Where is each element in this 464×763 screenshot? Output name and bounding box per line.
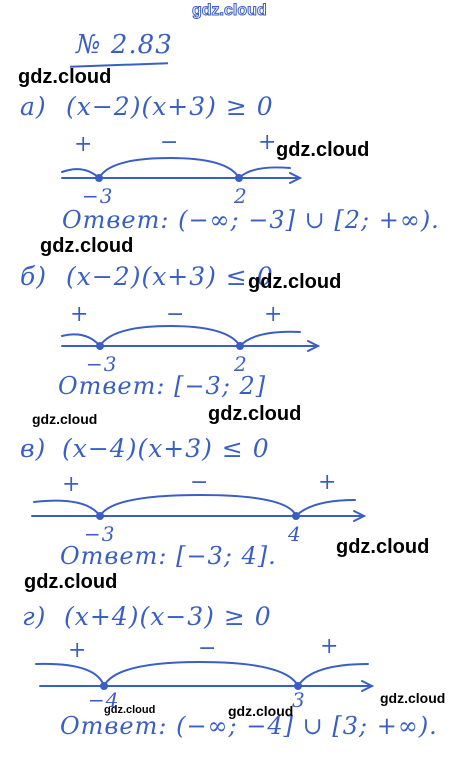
part-d-point-1: −4 [88,688,120,712]
watermark-top: gdz.cloud [192,2,268,20]
watermark: gdz.cloud [276,139,370,161]
part-a-point-1: −3 [82,184,114,208]
part-c-inequality: (x−4)(x+3) ≤ 0 [62,434,270,463]
watermark: gdz.cloud [24,571,118,593]
part-d-answer: Ответ: (−∞; −4] ∪ [3; +∞). [60,712,438,740]
number-line-c [31,493,367,522]
watermark: gdz.cloud [18,66,112,88]
part-a-sign-3: + [258,130,278,155]
part-a-answer: Ответ: (−∞; −3] ∪ [2; +∞). [62,206,440,234]
part-a-inequality: (x−2)(x+3) ≥ 0 [66,92,274,121]
part-b-inequality: (x−2)(x+3) ≤ 0 [66,262,274,291]
part-a-point-2: 2 [234,184,248,208]
part-d-point-2: 3 [292,688,306,712]
watermark: gdz.cloud [104,704,156,716]
part-c-label: в) [20,434,47,463]
watermark: gdz.cloud [336,536,430,558]
watermark: gdz.cloud [228,703,294,719]
part-b-sign-1: + [70,302,90,327]
watermark: gdz.cloud [380,690,446,706]
number-line-a [61,156,303,184]
part-b-answer: Ответ: [−3; 2] [58,372,267,400]
number-line-b [61,324,321,352]
watermark: gdz.cloud [32,411,98,427]
part-d-label: г) [22,602,47,631]
part-d-sign-1: + [68,638,88,663]
part-c-sign-3: + [318,470,338,495]
part-c-sign-1: + [62,472,82,497]
watermark: gdz.cloud [208,403,302,425]
part-a-sign-2: − [160,130,180,155]
part-a-label: а) [20,92,47,121]
part-c-answer: Ответ: [−3; 4]. [60,542,277,570]
part-d-inequality: (x+4)(x−3) ≥ 0 [64,602,272,631]
problem-number: № 2.83 [76,30,173,60]
watermark: gdz.cloud [248,271,342,293]
watermark: gdz.cloud [40,235,134,257]
part-a-sign-1: + [74,132,94,157]
part-b-sign-2: − [166,302,186,327]
part-c-point-2: 4 [288,522,302,546]
part-c-point-1: −3 [84,522,116,546]
part-b-point-2: 2 [234,352,248,376]
part-b-point-1: −3 [86,352,118,376]
part-b-label: б) [20,262,48,291]
number-line-d [35,660,375,692]
part-d-sign-3: + [320,634,340,659]
part-d-sign-2: − [198,636,218,661]
part-b-sign-3: + [264,302,284,327]
part-c-sign-2: − [190,470,210,495]
